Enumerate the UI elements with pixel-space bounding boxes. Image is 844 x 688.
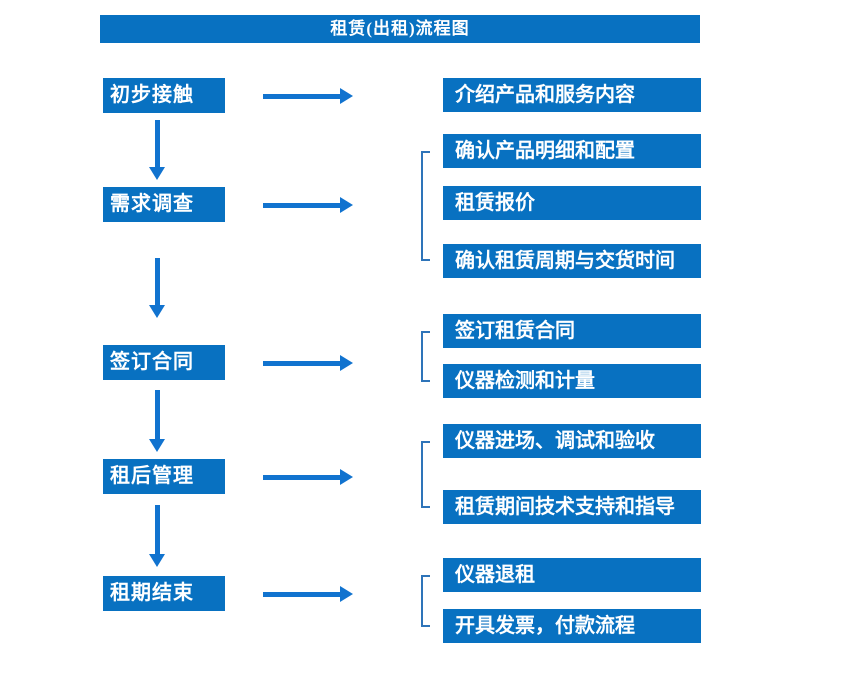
right-arrow-3: [263, 355, 353, 371]
arrow-head-icon: [340, 88, 353, 104]
arrow-head-icon: [340, 197, 353, 213]
detail-box-sign-rental-contract: 签订租赁合同: [443, 314, 701, 348]
arrow-shaft: [155, 120, 160, 168]
detail-box-intro-products: 介绍产品和服务内容: [443, 78, 701, 112]
arrow-head-icon: [340, 586, 353, 602]
down-arrow-4: [149, 505, 165, 567]
arrow-shaft: [263, 203, 341, 208]
arrow-head-icon: [149, 554, 165, 567]
arrow-head-icon: [340, 355, 353, 371]
arrow-shaft: [155, 390, 160, 440]
down-arrow-1: [149, 120, 165, 180]
right-arrow-5: [263, 586, 353, 602]
arrow-shaft: [263, 592, 341, 597]
right-arrow-4: [263, 469, 353, 485]
right-arrow-1: [263, 88, 353, 104]
detail-box-instrument-return: 仪器退租: [443, 558, 701, 592]
detail-box-invoice-payment: 开具发票，付款流程: [443, 609, 701, 643]
bracket-group-4: [421, 441, 430, 508]
arrow-head-icon: [149, 305, 165, 318]
detail-box-confirm-details: 确认产品明细和配置: [443, 134, 701, 168]
step-box-demand-survey: 需求调查: [103, 187, 225, 222]
arrow-shaft: [263, 361, 341, 366]
detail-box-confirm-period: 确认租赁周期与交货时间: [443, 244, 701, 278]
step-box-rental-end: 租期结束: [103, 576, 225, 611]
arrow-head-icon: [149, 439, 165, 452]
detail-box-rental-quote: 租赁报价: [443, 186, 701, 220]
step-box-initial-contact: 初步接触: [103, 78, 225, 113]
step-box-post-rental: 租后管理: [103, 459, 225, 494]
bracket-group-2: [421, 151, 430, 261]
bracket-group-3: [421, 331, 430, 382]
arrow-shaft: [155, 505, 160, 555]
bracket-group-5: [421, 575, 430, 627]
detail-box-instrument-testing: 仪器检测和计量: [443, 364, 701, 398]
arrow-head-icon: [340, 469, 353, 485]
down-arrow-3: [149, 390, 165, 452]
detail-box-tech-support: 租赁期间技术支持和指导: [443, 490, 701, 524]
arrow-head-icon: [149, 167, 165, 180]
arrow-shaft: [263, 94, 341, 99]
step-box-sign-contract: 签订合同: [103, 345, 225, 380]
right-arrow-2: [263, 197, 353, 213]
arrow-shaft: [263, 475, 341, 480]
flowchart-title: 租赁(出租)流程图: [100, 15, 700, 43]
detail-box-instrument-setup: 仪器进场、调试和验收: [443, 424, 701, 458]
arrow-shaft: [155, 258, 160, 306]
down-arrow-2: [149, 258, 165, 318]
